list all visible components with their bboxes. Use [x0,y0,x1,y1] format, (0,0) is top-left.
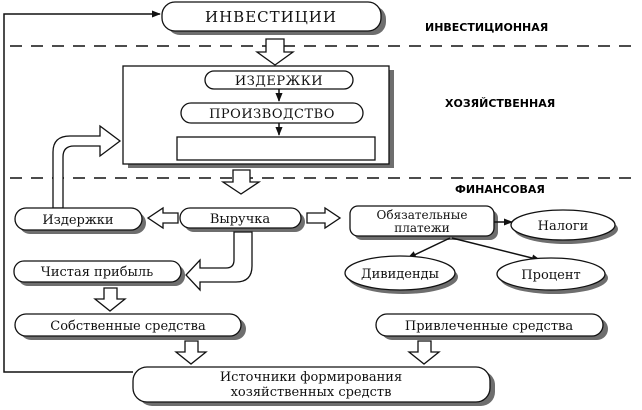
node-borrowed-funds: Привлеченные средства [375,313,608,340]
arrow-payments-to-interest [451,237,541,262]
node-taxes: Налоги [510,209,618,244]
arrow-own-to-sources [174,340,208,365]
node-dividends-label: Дивиденды [361,267,439,282]
zone-label-investment: ИНВЕСТИЦИОННАЯ [425,21,548,34]
node-net-profit-label: Чистая прибыль [41,265,153,280]
node-revenue-label: Выручка [210,212,271,227]
node-net-profit: Чистая прибыль [13,260,185,286]
zone-label-economic: ХОЗЯЙСТВЕННАЯ [445,97,555,110]
arrow-revenue-to-costs [146,206,179,230]
node-interest: Процент [496,257,608,294]
arrow-production-to-revenue [220,169,262,195]
node-production-label: ПРОИЗВОДСТВО [209,107,335,122]
node-investments-label: ИНВЕСТИЦИИ [205,8,337,26]
node-sources: Источники формирования хозяйственных сре… [132,366,495,406]
node-costs-lower: Издержки [14,207,146,234]
node-costs-lower-label: Издержки [42,213,113,228]
node-dividends: Дивиденды [344,255,458,294]
node-own-funds-label: Собственные средства [50,319,206,334]
arrow-revenue-to-net-profit [185,231,253,292]
zone-label-financial: ФИНАНСОВАЯ [455,183,545,196]
arrow-borrowed-to-sources [407,340,441,365]
node-mandatory-payments-label-1: Обязательные [377,208,468,222]
arrow-payments-to-dividends [407,237,451,259]
node-production: ПРОИЗВОДСТВО [180,102,364,124]
arrow-investments-to-production [254,38,296,66]
node-mandatory-payments: Обязательные платежи [349,205,498,240]
node-sources-label-2: хозяйственных средств [231,385,392,400]
node-mandatory-payments-label-2: платежи [394,221,450,235]
node-output-box [176,136,376,161]
node-taxes-label: Налоги [538,219,589,234]
node-sources-label-1: Источники формирования [220,370,402,385]
node-own-funds: Собственные средства [14,313,246,340]
node-costs-upper: ИЗДЕРЖКИ [204,70,354,90]
feedback-arrow [3,10,161,373]
node-interest-label: Процент [521,268,580,283]
arrow-revenue-to-payments [306,206,342,230]
arrow-profit-to-own-funds [93,287,127,312]
node-investments: ИНВЕСТИЦИИ [161,1,386,35]
node-borrowed-funds-label: Привлеченные средства [405,319,573,334]
node-costs-upper-label: ИЗДЕРЖКИ [235,74,323,89]
arrow-costs-return [52,124,122,209]
node-revenue: Выручка [179,207,305,232]
